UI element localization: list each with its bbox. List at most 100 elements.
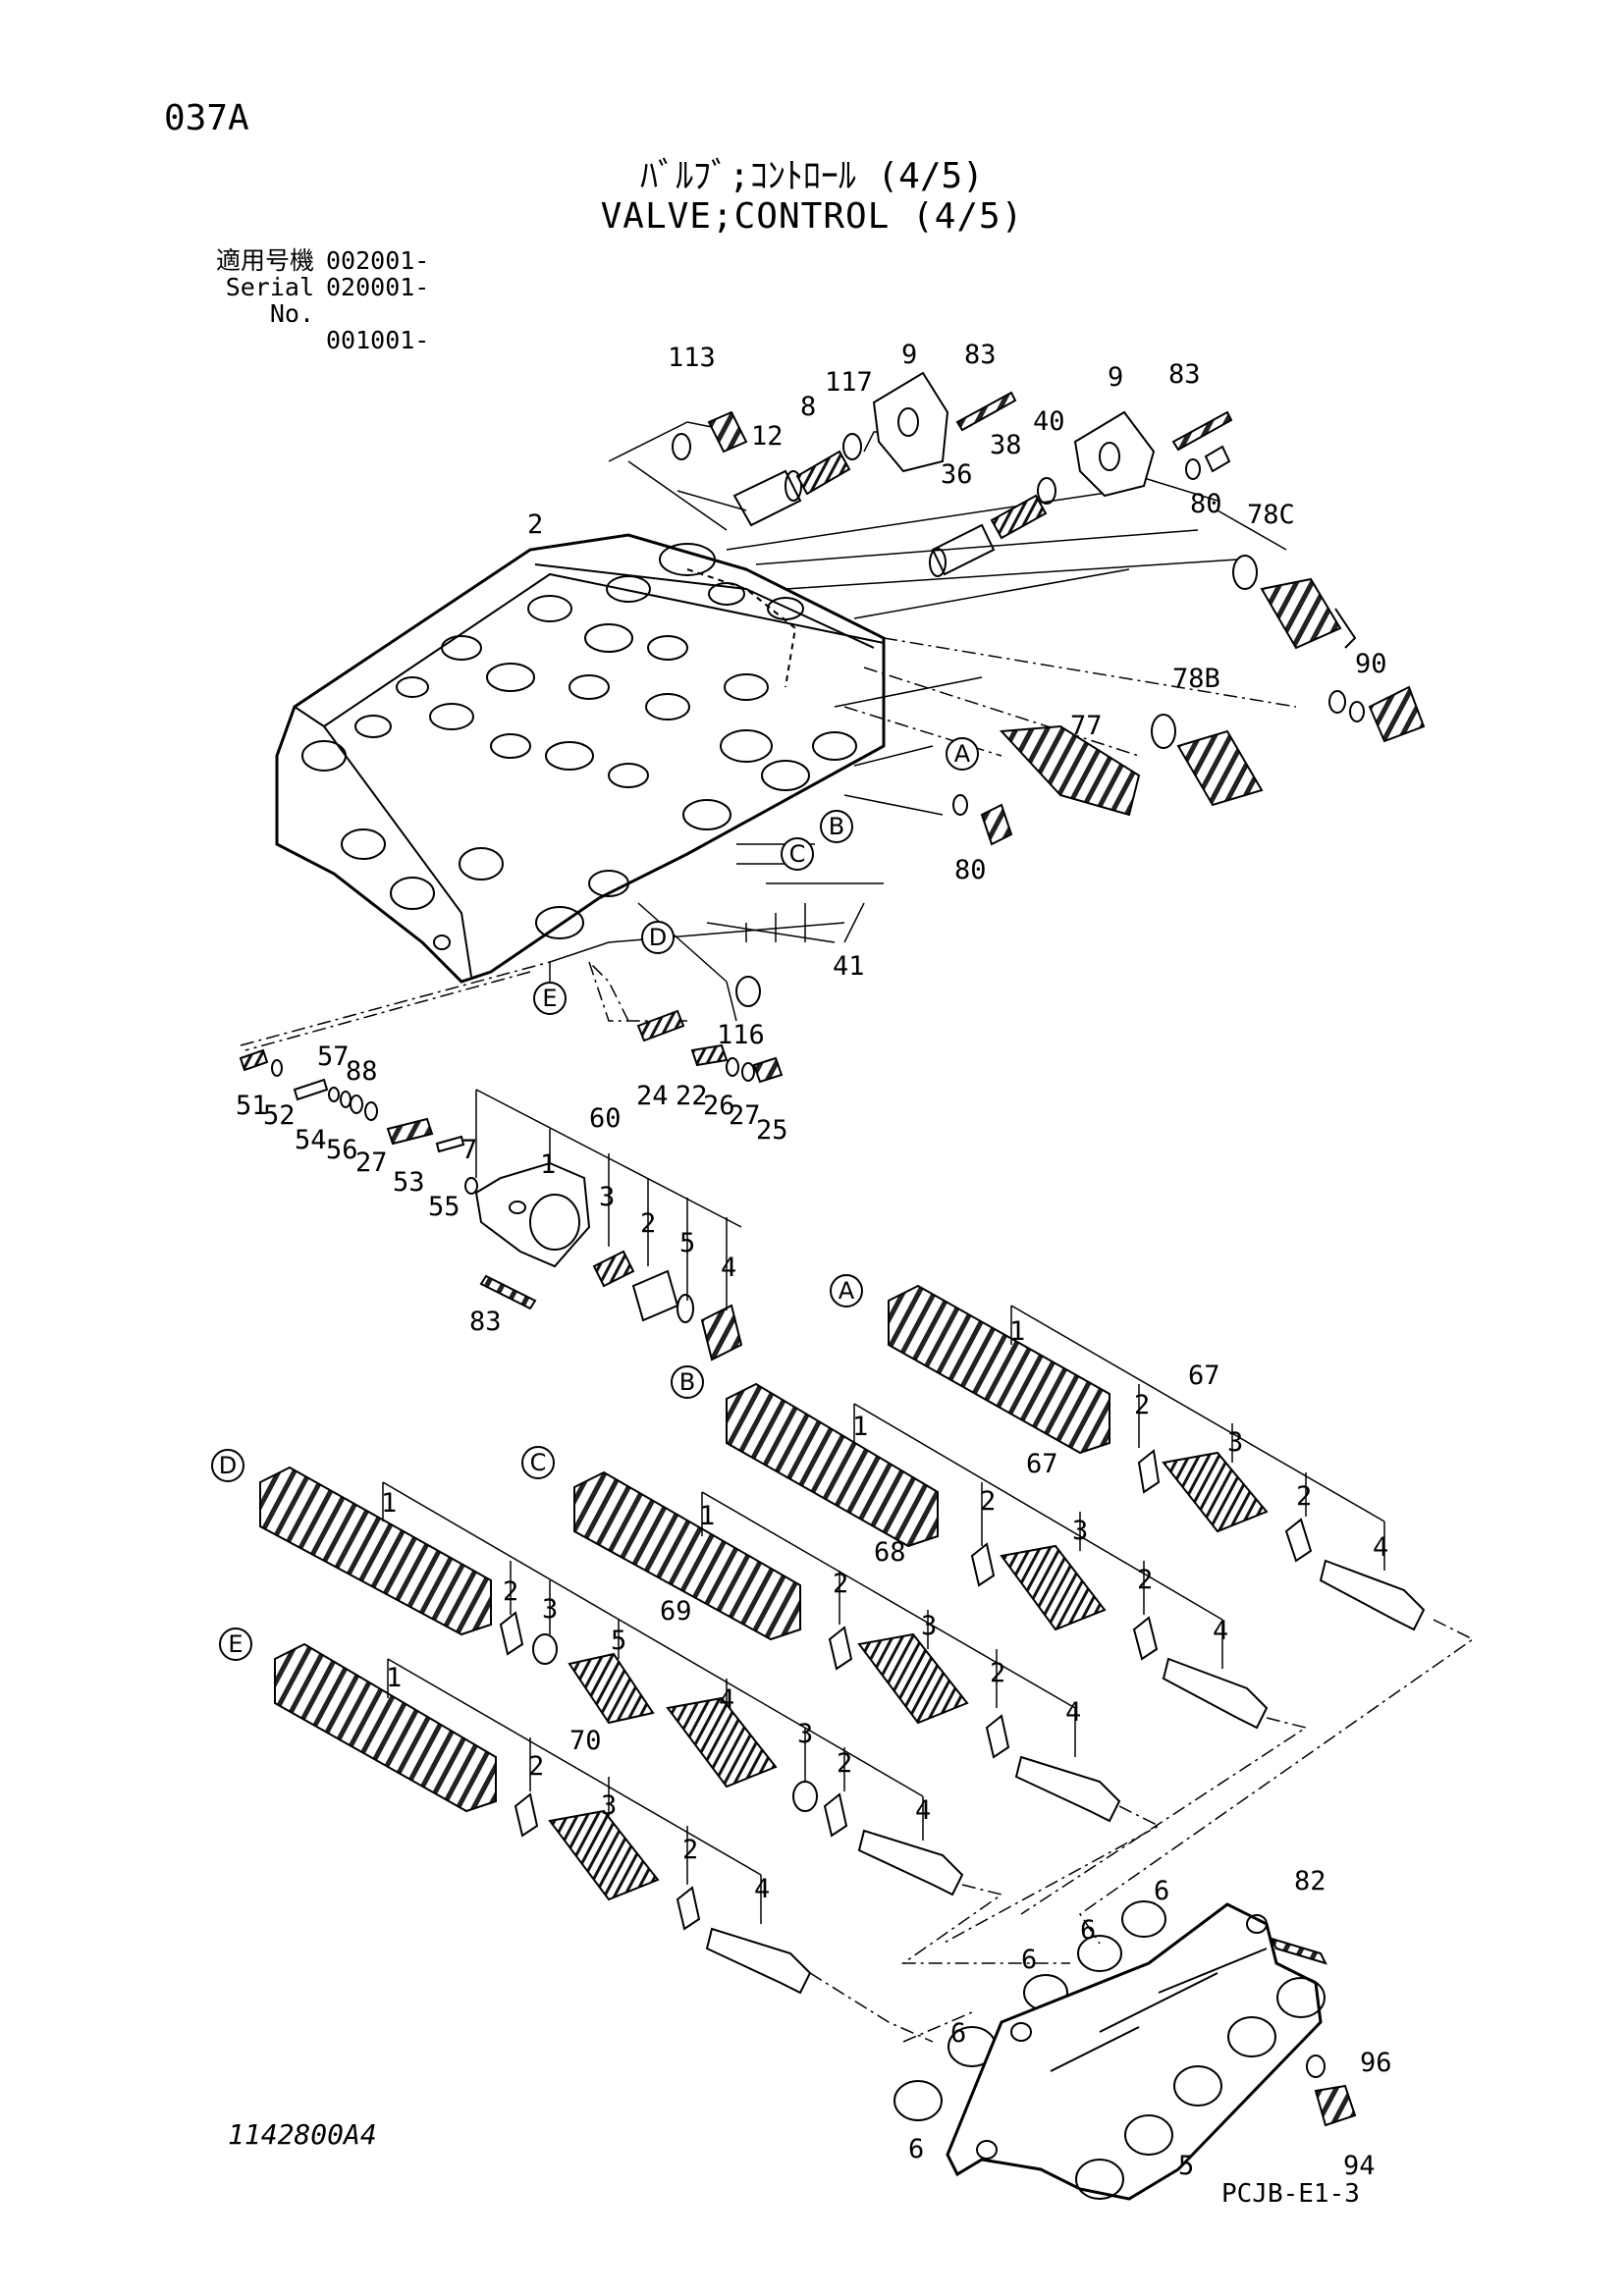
serial-value: 001001- xyxy=(326,326,430,354)
part-number-label: 27 xyxy=(729,1100,761,1131)
cover-5 xyxy=(946,1902,1326,2201)
circle-label-text: C xyxy=(789,840,806,868)
circle-label-text: A xyxy=(954,740,971,768)
part-number-label: 60 xyxy=(589,1103,622,1134)
spring-b-3 xyxy=(1000,1544,1107,1631)
circle-label-a: A xyxy=(830,1274,863,1308)
part-number-label: 24 xyxy=(636,1081,669,1111)
part-number-label: 69 xyxy=(660,1596,692,1627)
part-number-label: 27 xyxy=(355,1148,388,1178)
spring-51 xyxy=(239,1048,269,1072)
bolt-83-left xyxy=(955,391,1017,432)
part-number-label: 2 xyxy=(640,1208,656,1239)
gasket-6-a xyxy=(1121,1900,1166,1938)
spool-b xyxy=(726,1382,939,1548)
circle-label-d: D xyxy=(211,1449,244,1482)
washer-27 xyxy=(741,1062,755,1082)
part-number-label: 83 xyxy=(469,1307,502,1337)
spring-e-3 xyxy=(548,1809,660,1901)
washer-27-left xyxy=(364,1101,378,1121)
part-number-label: 26 xyxy=(703,1091,735,1121)
spring-seat-b-2a xyxy=(970,1542,996,1587)
spring-seat-e-2b xyxy=(676,1886,701,1931)
part-number-label: 80 xyxy=(954,855,987,885)
assembly-70-bracket xyxy=(387,1658,762,1924)
pin-55 xyxy=(435,1135,465,1153)
o-ring-78c xyxy=(1232,555,1258,590)
relief-valve-78c-tip xyxy=(1334,608,1357,649)
serial-label-jp: 適用号機 xyxy=(215,246,314,275)
bolt-82 xyxy=(1270,1937,1327,1965)
o-ring-26 xyxy=(726,1057,739,1077)
spring-seat-d-2b xyxy=(823,1792,848,1838)
circle-label-text: E xyxy=(228,1630,243,1658)
part-number-label: 2 xyxy=(682,1835,698,1865)
plug-60-4 xyxy=(700,1304,743,1362)
part-number-label: 67 xyxy=(1026,1449,1058,1479)
part-number-label: 1 xyxy=(386,1663,402,1693)
part-number-label: 3 xyxy=(1227,1427,1243,1458)
relief-valve-77 xyxy=(999,724,1141,817)
part-number-label: 1 xyxy=(699,1501,715,1531)
gasket-6-b xyxy=(1077,1935,1122,1972)
circle-label-text: D xyxy=(649,924,667,951)
part-number-label: 3 xyxy=(542,1594,558,1625)
spool-c xyxy=(573,1470,801,1641)
plug-94 xyxy=(1314,2084,1357,2127)
ring-57 xyxy=(328,1087,340,1102)
part-number-label: 12 xyxy=(751,421,784,452)
part-number-label: 6 xyxy=(908,2134,924,2164)
part-number-label: 2 xyxy=(527,509,543,540)
part-number-label: 40 xyxy=(1033,406,1065,437)
assembly-68-bracket xyxy=(701,1491,1076,1757)
part-number-label: 4 xyxy=(719,1684,734,1715)
part-number-label: 82 xyxy=(1294,1866,1326,1896)
assembly-67a-bracket xyxy=(1010,1305,1385,1571)
leader-lines-lower xyxy=(809,1619,1475,2043)
part-number-label: 2 xyxy=(503,1576,518,1607)
part-number-label: 3 xyxy=(1072,1516,1088,1546)
part-number-label: 6 xyxy=(1154,1876,1169,1906)
circle-label-c: C xyxy=(781,837,814,871)
part-number-label: 3 xyxy=(797,1719,813,1749)
part-number-label: 7 xyxy=(461,1135,477,1165)
circle-label-a: A xyxy=(946,737,979,771)
o-ring-40 xyxy=(1037,477,1056,505)
spring-seat-c-2b xyxy=(985,1714,1010,1759)
spool-d xyxy=(259,1466,492,1636)
part-number-label: 116 xyxy=(717,1020,765,1050)
part-number-label: 1 xyxy=(381,1488,397,1519)
plug-90 xyxy=(1328,685,1426,743)
circle-label-text: E xyxy=(542,985,557,1012)
piston-12 xyxy=(732,469,802,527)
washer-d-3a xyxy=(532,1633,558,1665)
part-number-label: 3 xyxy=(921,1611,937,1641)
part-number-label: 113 xyxy=(668,343,716,373)
washer-d-3b xyxy=(792,1781,818,1812)
spring-c-3 xyxy=(857,1632,969,1725)
part-number-label: 6 xyxy=(950,2018,966,2049)
leader-24 xyxy=(588,961,629,1022)
part-number-label: 4 xyxy=(915,1795,931,1826)
part-number-label: 36 xyxy=(941,459,973,490)
washer-52 xyxy=(271,1059,283,1077)
plug-53 xyxy=(386,1117,434,1146)
leader-51 xyxy=(240,961,551,1046)
part-number-label: 78C xyxy=(1247,500,1295,530)
circle-label-e: E xyxy=(533,982,567,1015)
serial-label-en: Serial No. xyxy=(225,273,314,328)
part-number-label: 9 xyxy=(901,340,917,370)
part-number-label: 51 xyxy=(236,1091,268,1121)
o-ring-78b xyxy=(1151,714,1176,749)
spring-d-5 xyxy=(568,1652,655,1725)
part-number-label: 2 xyxy=(990,1658,1005,1688)
part-number-label: 67 xyxy=(1188,1361,1220,1391)
part-number-label: 117 xyxy=(825,367,873,398)
circle-label-text: B xyxy=(679,1368,695,1396)
assembly-69-bracket xyxy=(382,1481,924,1841)
part-number-label: 3 xyxy=(599,1182,615,1212)
part-number-label: 70 xyxy=(569,1726,602,1756)
part-number-label: 2 xyxy=(1137,1565,1153,1595)
